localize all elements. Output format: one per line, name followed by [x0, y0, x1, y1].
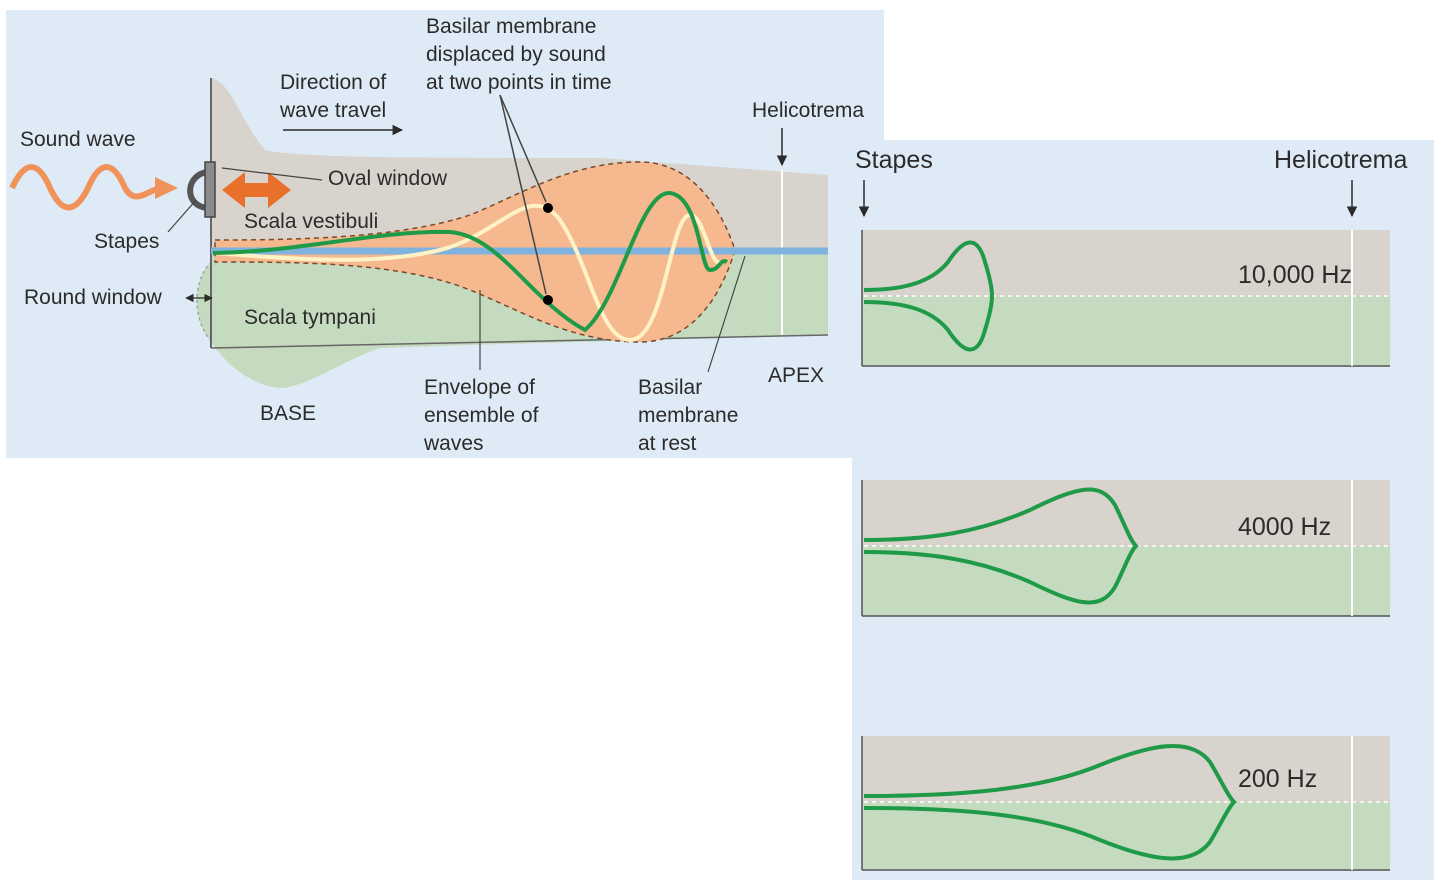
label-displaced-3: at two points in time	[426, 71, 612, 94]
label-sound-wave: Sound wave	[20, 128, 136, 151]
label-envelope-2: ensemble of	[424, 404, 539, 427]
label-right-stapes: Stapes	[855, 146, 933, 174]
graph-4000-hz: 4000 Hz	[861, 480, 1390, 617]
label-base: BASE	[260, 402, 316, 425]
graph-200-hz-label: 200 Hz	[1238, 765, 1317, 793]
displacement-point-lower	[543, 295, 553, 305]
leader-oval-window	[221, 167, 323, 181]
label-basilar-rest-3: at rest	[638, 432, 697, 455]
label-round-window: Round window	[24, 286, 163, 309]
label-basilar-rest-1: Basilar	[638, 376, 702, 399]
graph-10000-hz: 10,000 Hz	[861, 230, 1390, 367]
label-right-helicotrema: Helicotrema	[1274, 146, 1407, 174]
cochlea-bottom-line	[210, 334, 829, 349]
oval-window-plate	[204, 161, 216, 218]
label-basilar-rest-2: membrane	[638, 404, 738, 427]
label-direction-2: wave travel	[279, 99, 386, 122]
leader-basilar-rest	[707, 255, 746, 373]
label-scala-tympani: Scala tympani	[244, 306, 376, 329]
label-scala-vestibuli: Scala vestibuli	[244, 210, 378, 233]
green-wave	[212, 191, 728, 333]
leader-stapes	[167, 199, 197, 233]
leader-displaced-upper	[499, 94, 547, 203]
label-displaced-1: Basilar membrane	[426, 15, 596, 38]
graph-10000-hz-label: 10,000 Hz	[1238, 261, 1352, 289]
label-displaced-2: displaced by sound	[426, 43, 606, 66]
label-apex: APEX	[768, 364, 824, 387]
sound-wave-arrowhead	[155, 177, 178, 199]
vibration-double-arrow	[222, 172, 291, 208]
graph-200-hz: 200 Hz	[861, 736, 1390, 871]
graph-4000-hz-label: 4000 Hz	[1238, 513, 1331, 541]
stapes-icon	[187, 169, 211, 211]
label-helicotrema: Helicotrema	[752, 99, 864, 122]
label-direction-1: Direction of	[280, 71, 386, 94]
leader-displaced-lower	[499, 94, 547, 295]
sound-wave-icon	[9, 164, 161, 211]
label-stapes: Stapes	[94, 230, 159, 253]
label-envelope-3: waves	[423, 432, 484, 455]
label-envelope-1: Envelope of	[424, 376, 535, 399]
displacement-point-upper	[543, 203, 553, 213]
label-oval-window: Oval window	[328, 167, 448, 190]
